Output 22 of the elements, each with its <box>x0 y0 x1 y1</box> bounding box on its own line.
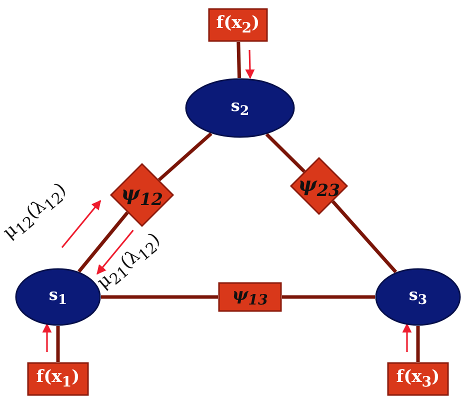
connector-line <box>78 211 129 273</box>
connector-line <box>158 132 212 182</box>
connector-line <box>236 42 242 78</box>
message-arrow <box>61 200 102 248</box>
message-arrow <box>245 50 255 79</box>
variable-ellipse: s$_{3}$ <box>375 268 461 326</box>
variable-ellipse: s$_{2}$ <box>185 78 295 138</box>
connector-line <box>101 295 218 299</box>
connector-line <box>282 295 375 299</box>
factor-box: ψ$_{13}$ <box>218 282 282 312</box>
message-arrow <box>42 323 52 352</box>
connector-line <box>56 326 60 362</box>
connector-line <box>416 326 420 362</box>
connector-line <box>265 133 306 173</box>
factor-diamond: ψ$_{12}$ <box>110 163 174 227</box>
factor-diamond: ψ$_{23}$ <box>290 157 348 215</box>
factor-box: f(x$_{1}$) <box>27 362 89 396</box>
factor-box: f(x$_{3}$) <box>387 362 449 396</box>
factor-box: f(x$_{2}$) <box>208 8 268 42</box>
message-arrow <box>402 323 412 352</box>
message-arrow <box>96 230 134 275</box>
connector-line <box>331 200 398 274</box>
